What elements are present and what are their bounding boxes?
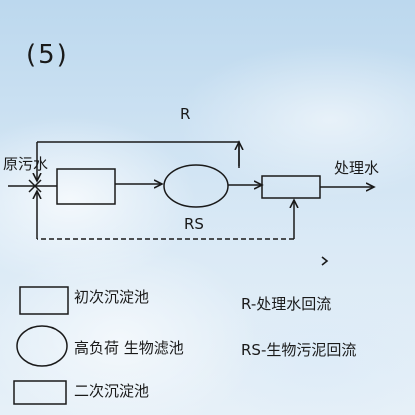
legend-secondary-clarifier-box bbox=[13, 380, 67, 405]
legend-primary-clarifier-box bbox=[19, 286, 69, 315]
legend-primary-clarifier-label: 初次沉淀池 bbox=[74, 288, 150, 306]
legend-trickling-filter-label: 高负荷 生物滤池 bbox=[74, 339, 184, 357]
secondary-clarifier-box bbox=[261, 175, 321, 199]
recycle-rs-label: RS bbox=[184, 215, 204, 233]
legend-trickling-filter-ellipse bbox=[16, 325, 68, 367]
recycle-r-label: R bbox=[180, 105, 191, 123]
legend-secondary-clarifier-label: 二次沉淀池 bbox=[74, 382, 150, 400]
legend-rs-meaning: RS-生物污泥回流 bbox=[241, 341, 357, 359]
influent-label: 原污水 bbox=[3, 155, 49, 173]
effluent-label: 处理水 bbox=[334, 159, 380, 177]
recycle-r-line bbox=[37, 141, 240, 166]
primary-clarifier-box bbox=[56, 168, 116, 205]
trickling-filter-ellipse bbox=[163, 164, 229, 208]
legend-r-meaning: R-处理水回流 bbox=[241, 295, 332, 313]
item-number: (5) bbox=[26, 40, 69, 70]
stray-arrow-mark bbox=[321, 256, 329, 266]
